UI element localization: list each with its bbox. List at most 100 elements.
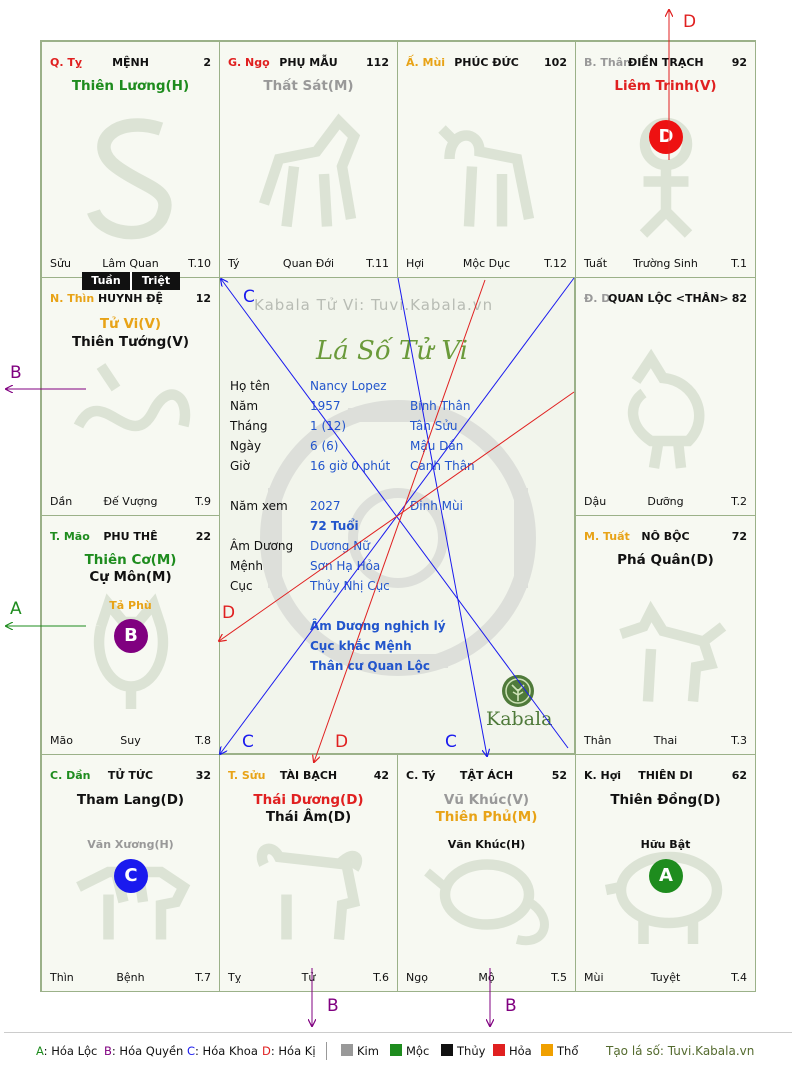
month-marker: T.10	[188, 257, 211, 270]
palace-number: 52	[551, 769, 567, 782]
palace-number: 112	[366, 56, 389, 69]
marker-a-left: A	[10, 599, 22, 619]
label-nam: Năm	[230, 399, 259, 413]
marker-c-3: C	[445, 732, 457, 752]
legend-moc: Mộc	[390, 1044, 429, 1058]
life-stage: Trường Sinh	[633, 257, 698, 270]
can-chi: K. Hợi	[584, 769, 622, 782]
main-star: Thiên Lương(H)	[71, 78, 190, 94]
life-stage: Quan Đới	[282, 257, 335, 270]
main-star: Liêm Trinh(V)	[614, 78, 717, 94]
month-marker: T.5	[551, 971, 567, 984]
main-star: Thái Dương(D)	[253, 792, 364, 808]
minor-star: Văn Xương(H)	[87, 838, 174, 851]
label-thang: Tháng	[230, 419, 268, 433]
month-marker: T.8	[195, 734, 211, 747]
palace-number: 62	[731, 769, 747, 782]
note-2: Cục khắc Mệnh	[310, 639, 412, 653]
tuan-label: Tuần	[82, 272, 132, 290]
branch: Sửu	[50, 257, 71, 270]
main-star: Thiên Tướng(V)	[71, 334, 190, 350]
life-stage: Lâm Quan	[102, 257, 159, 270]
value-ho-ten: Nancy Lopez	[310, 379, 387, 393]
legend-thuy: Thủy	[441, 1044, 485, 1058]
canchi-nam-xem: Đinh Mùi	[410, 499, 463, 513]
can-chi: M. Tuất	[584, 530, 630, 543]
can-chi: G. Ngọ	[228, 56, 270, 69]
month-marker: T.2	[731, 495, 747, 508]
branch: Mùi	[584, 971, 604, 984]
palace-name: NÔ BỘC	[641, 530, 690, 543]
month-marker: T.3	[731, 734, 747, 747]
palace-number: 32	[195, 769, 211, 782]
palace-name: HUYNH ĐỆ	[97, 292, 164, 305]
marker-c-2: C	[242, 732, 254, 752]
label-cuc: Cục	[230, 579, 253, 593]
month-marker: T.11	[366, 257, 389, 270]
minor-star: Tả Phù	[109, 599, 152, 612]
legend-hoa-loc: A: Hóa Lộc	[36, 1044, 98, 1058]
palace-number: 102	[544, 56, 567, 69]
value-cuc: Thủy Nhị Cục	[310, 579, 390, 593]
label-ho-ten: Họ tên	[230, 379, 270, 393]
value-nam-xem: 2027	[310, 499, 341, 513]
palace-name: QUAN LỘC <THÂN>	[608, 292, 729, 305]
month-marker: T.12	[544, 257, 567, 270]
branch: Dậu	[584, 495, 607, 508]
palace-number: 42	[373, 769, 389, 782]
main-star: Cự Môn(M)	[89, 569, 172, 585]
label-gio: Giờ	[230, 459, 250, 473]
canchi-nam: Bính Thân	[410, 399, 471, 413]
life-stage: Mộc Dục	[462, 257, 511, 270]
legend-tho: Thổ	[541, 1044, 578, 1058]
hoa-loc-badge: A	[649, 859, 683, 893]
can-chi: Ấ. Mùi	[406, 56, 446, 69]
canchi-thang: Tân Sửu	[410, 419, 458, 433]
palace-name: MỆNH	[112, 56, 149, 69]
life-stage: Bệnh	[116, 971, 145, 984]
branch: Ngọ	[406, 971, 428, 984]
canchi-ngay: Mậu Dần	[410, 439, 464, 453]
main-star: Tử Vi(V)	[99, 316, 162, 332]
life-stage: Tử	[301, 971, 316, 984]
legend-kim: Kim	[341, 1044, 379, 1058]
marker-b-bottom-1: B	[327, 996, 339, 1016]
tiger-watermark-icon	[75, 866, 190, 940]
main-star: Thiên Đồng(D)	[610, 792, 721, 808]
marker-d-top: D	[683, 12, 697, 32]
label-am-duong: Âm Dương	[230, 539, 294, 553]
life-stage: Mộ	[478, 971, 495, 984]
value-gio: 16 giờ 0 phút	[310, 459, 391, 473]
rooster-watermark-icon	[627, 348, 704, 469]
note-3: Thân cư Quan Lộc	[310, 659, 430, 673]
palace-number: 2	[203, 56, 211, 69]
life-stage: Đế Vượng	[103, 495, 158, 508]
can-chi: B. Thân	[584, 56, 631, 69]
main-star: Vũ Khúc(V)	[443, 792, 530, 808]
value-ngay: 6 (6)	[310, 439, 339, 453]
center-info-panel: Kabala Tử Vi: Tuvi.Kabala.vn Lá Số Tử Vi…	[219, 277, 575, 754]
palace-number: 22	[195, 530, 211, 543]
palace-number: 72	[731, 530, 747, 543]
branch: Thân	[584, 734, 612, 747]
branch: Tuất	[584, 257, 608, 270]
can-chi: T. Sửu	[228, 769, 266, 782]
can-chi: N. Thìn	[50, 292, 95, 305]
life-stage: Suy	[120, 734, 141, 747]
rat-watermark-icon	[423, 859, 549, 946]
label-ngay: Ngày	[230, 439, 262, 453]
palace-name: TỬ TỨC	[107, 769, 154, 782]
main-star: Tham Lang(D)	[76, 792, 185, 808]
snake-watermark-icon	[86, 117, 172, 239]
canchi-gio: Canh Thân	[410, 459, 475, 473]
